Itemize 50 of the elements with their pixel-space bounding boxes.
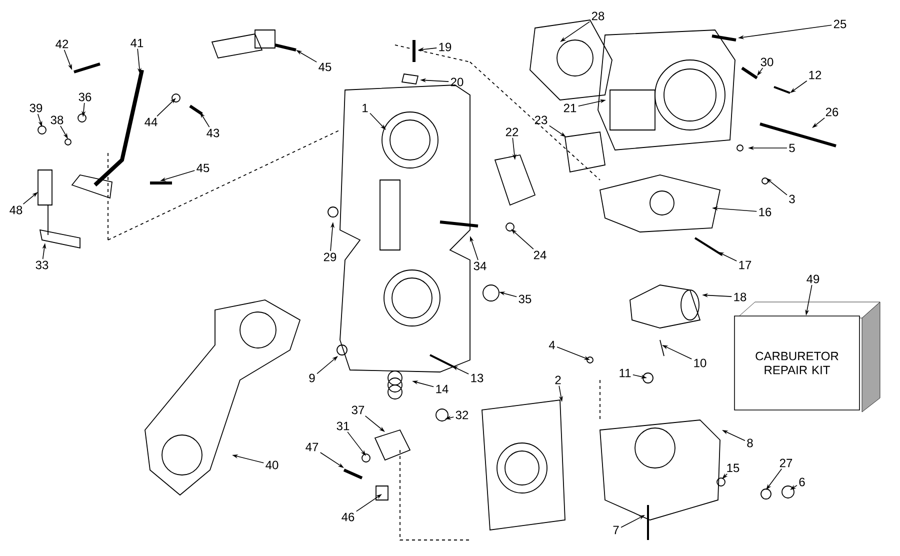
callout-number: 42: [56, 40, 68, 48]
callout-number: 36: [78, 92, 92, 102]
callout-number: 22: [506, 128, 518, 136]
callout-number: 7: [613, 526, 619, 534]
callout-number: 46: [342, 512, 354, 522]
callout-number: 40: [266, 460, 278, 470]
callout-number: 44: [144, 118, 158, 126]
callout-number: 5: [789, 144, 795, 152]
callout-number: 21: [564, 104, 576, 112]
callout-number: 1: [362, 104, 368, 112]
callout-number: 39: [30, 104, 42, 112]
callout-number: 29: [324, 252, 336, 262]
callout-number: 19: [439, 42, 452, 52]
callout-number: 13: [471, 374, 484, 382]
callout-number: 43: [206, 128, 220, 138]
callout-number: 32: [456, 410, 468, 420]
callout-number: 12: [809, 70, 822, 80]
callout-number: 9: [309, 374, 315, 382]
callout-number: 48: [10, 206, 22, 214]
callout-number: 41: [130, 38, 144, 48]
callout-number: 49: [806, 274, 820, 284]
callout-number: 14: [436, 384, 448, 394]
callout-number: 24: [534, 250, 546, 260]
callout-number: 35: [518, 294, 532, 304]
callout-number: 34: [474, 262, 486, 270]
callout-number: 11: [620, 368, 631, 378]
callout-number: 2: [555, 376, 561, 384]
callout-number: 17: [739, 260, 752, 270]
callout-number: 18: [734, 292, 746, 302]
callout-number: 3: [789, 194, 795, 204]
callout-number: 45: [196, 164, 210, 172]
callout-number: 26: [826, 108, 838, 116]
callout-number: 25: [834, 20, 846, 28]
callout-number: 4: [548, 340, 555, 350]
callout-number: 45: [318, 62, 332, 72]
callout-number: 23: [534, 116, 548, 124]
callout-number: 15: [727, 464, 740, 472]
callout-number: 37: [352, 406, 364, 414]
callout-number: 31: [336, 422, 350, 430]
callout-number: 27: [780, 458, 792, 468]
callout-number: 16: [759, 208, 772, 216]
callout-number: 10: [694, 358, 706, 368]
callout-number: 6: [799, 478, 805, 486]
callout-number: 33: [36, 260, 48, 270]
callout-number: 38: [50, 116, 64, 124]
callout-number: 30: [760, 58, 774, 66]
callout-number: 47: [306, 442, 318, 452]
kit-box: CARBURETOR REPAIR KIT: [734, 302, 880, 412]
callout-number: 8: [747, 438, 753, 448]
callout-number: 28: [592, 12, 604, 20]
